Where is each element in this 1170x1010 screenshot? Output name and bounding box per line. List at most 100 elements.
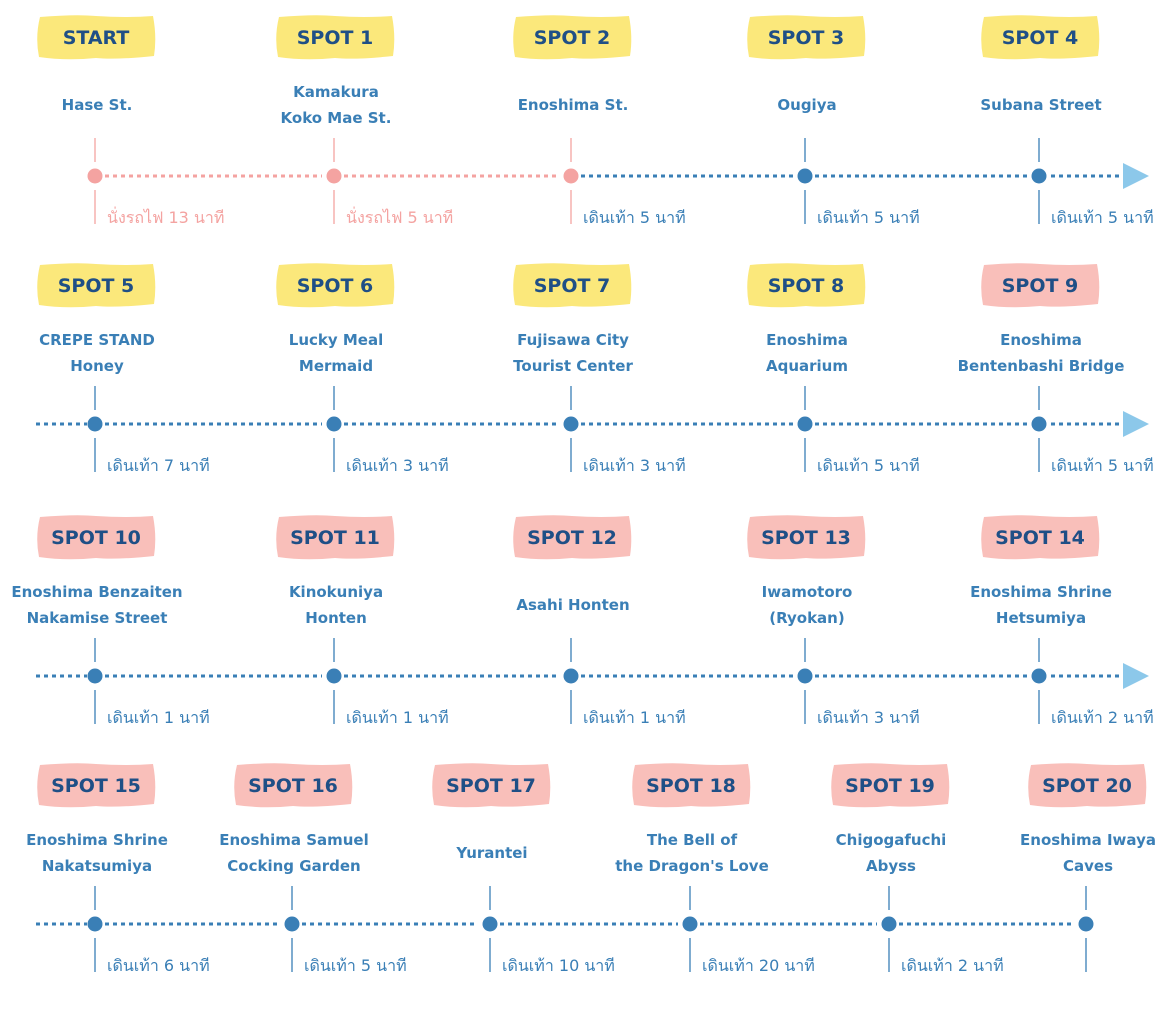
stop-dot <box>326 668 342 684</box>
spot-badge-label: SPOT 18 <box>646 775 736 797</box>
stop-dot <box>881 916 897 932</box>
spot-name-line-1: Fujisawa City <box>517 331 629 349</box>
spot-name: Enoshima St. <box>518 96 629 114</box>
stop-dot <box>563 416 579 432</box>
spot-badge: SPOT 2 <box>513 15 632 60</box>
spot-badge-label: SPOT 5 <box>58 275 135 297</box>
travel-duration: เดินเท้า 1 นาที <box>583 708 686 727</box>
spot-name-line-2: Caves <box>1063 857 1113 875</box>
spot-name-line-2: Mermaid <box>299 357 373 375</box>
spot-badge: SPOT 20 <box>1028 763 1147 808</box>
spot-name-line-1: Lucky Meal <box>289 331 383 349</box>
spot-name-line-2: Abyss <box>866 857 916 875</box>
spot-name-line-1: Kamakura <box>293 83 379 101</box>
travel-duration: เดินเท้า 5 นาที <box>817 208 920 227</box>
spot-badge: SPOT 8 <box>747 263 866 308</box>
stop-dot <box>87 668 103 684</box>
stop-dot <box>563 168 579 184</box>
stop-dot <box>797 416 813 432</box>
spot-name-line-2: Hetsumiya <box>996 609 1086 627</box>
spot-badge-label: SPOT 4 <box>1002 27 1079 49</box>
stop-dot <box>326 416 342 432</box>
travel-duration: เดินเท้า 3 นาที <box>583 456 686 475</box>
spot-name-line-2: Bentenbashi Bridge <box>958 357 1125 375</box>
spot-name-line-2: Nakatsumiya <box>42 857 152 875</box>
spot-badge: SPOT 17 <box>432 763 551 808</box>
spot-name-line-1: Enoshima <box>1000 331 1082 349</box>
spot-badge: SPOT 5 <box>37 263 156 308</box>
spot-badge-label: SPOT 2 <box>534 27 611 49</box>
travel-duration: เดินเท้า 5 นาที <box>304 956 407 975</box>
spot-badge: SPOT 9 <box>981 263 1100 308</box>
spot-name: Subana Street <box>980 96 1101 114</box>
spot-badge-label: SPOT 6 <box>297 275 374 297</box>
travel-duration: เดินเท้า 1 นาที <box>346 708 449 727</box>
stop-dot <box>563 668 579 684</box>
spot-badge-label: SPOT 12 <box>527 527 617 549</box>
spot-name-line-1: Kinokuniya <box>289 583 383 601</box>
spot-name: Ougiya <box>777 96 836 114</box>
stop-dot <box>87 416 103 432</box>
continue-arrow-icon <box>1123 663 1149 689</box>
stop-dot <box>87 916 103 932</box>
travel-duration: นั่งรถไฟ 13 นาที <box>107 206 224 227</box>
stop-dot <box>1031 668 1047 684</box>
spot-badge: SPOT 19 <box>831 763 950 808</box>
spot-name-line-2: Honey <box>70 357 124 375</box>
travel-duration: เดินเท้า 2 นาที <box>1051 708 1154 727</box>
spot-name-line-1: Enoshima Samuel <box>219 831 369 849</box>
spot-name-line-2: Koko Mae St. <box>281 109 392 127</box>
spot-badge-label: SPOT 20 <box>1042 775 1132 797</box>
spot-name-line-1: Enoshima Shrine <box>26 831 168 849</box>
spot-name-line-1: Enoshima <box>766 331 848 349</box>
travel-duration: เดินเท้า 5 นาที <box>583 208 686 227</box>
spot-badge-label: SPOT 1 <box>297 27 374 49</box>
stop-dot <box>1031 168 1047 184</box>
travel-duration: เดินเท้า 5 นาที <box>1051 208 1154 227</box>
travel-duration: เดินเท้า 3 นาที <box>817 708 920 727</box>
spot-badge: SPOT 10 <box>37 515 156 560</box>
spot-name-line-2: the Dragon's Love <box>615 857 769 875</box>
stop-dot <box>797 168 813 184</box>
spot-name-line-1: Iwamotoro <box>762 583 853 601</box>
spot-badge: SPOT 13 <box>747 515 866 560</box>
spot-name-line-2: (Ryokan) <box>769 609 844 627</box>
spot-badge: START <box>37 15 156 60</box>
spot-badge: SPOT 1 <box>276 15 395 60</box>
travel-duration: เดินเท้า 10 นาที <box>502 956 615 975</box>
spot-badge-label: SPOT 8 <box>768 275 845 297</box>
spot-name-line-1: CREPE STAND <box>39 331 155 349</box>
stop-dot <box>326 168 342 184</box>
spot-badge-label: SPOT 13 <box>761 527 851 549</box>
spot-badge-label: SPOT 7 <box>534 275 611 297</box>
spot-name-line-1: Enoshima Shrine <box>970 583 1112 601</box>
spot-name: Hase St. <box>62 96 133 114</box>
spot-badge-label: SPOT 16 <box>248 775 338 797</box>
spot-name-line-2: Honten <box>305 609 367 627</box>
travel-duration: เดินเท้า 5 นาที <box>817 456 920 475</box>
spot-name-line-2: Tourist Center <box>513 357 633 375</box>
spot-badge-label: SPOT 10 <box>51 527 141 549</box>
spot-badge-label: SPOT 15 <box>51 775 141 797</box>
spot-name-line-2: Cocking Garden <box>227 857 360 875</box>
spot-badge: SPOT 15 <box>37 763 156 808</box>
spot-badge: SPOT 11 <box>276 515 395 560</box>
spot-name: Yurantei <box>455 844 527 862</box>
spot-badge-label: SPOT 3 <box>768 27 845 49</box>
spot-badge-label: SPOT 9 <box>1002 275 1079 297</box>
spot-badge: SPOT 4 <box>981 15 1100 60</box>
spot-badge-label: SPOT 19 <box>845 775 935 797</box>
spot-badge: SPOT 12 <box>513 515 632 560</box>
spot-name-line-2: Nakamise Street <box>27 609 168 627</box>
spot-name-line-1: Enoshima Benzaiten <box>11 583 182 601</box>
stop-dot <box>682 916 698 932</box>
stop-dot <box>797 668 813 684</box>
travel-duration: เดินเท้า 1 นาที <box>107 708 210 727</box>
spot-badge-label: SPOT 14 <box>995 527 1085 549</box>
spot-badge: SPOT 7 <box>513 263 632 308</box>
stop-dot <box>1031 416 1047 432</box>
spot-badge: SPOT 16 <box>234 763 353 808</box>
spot-name-line-1: Chigogafuchi <box>836 831 947 849</box>
stop-dot <box>87 168 103 184</box>
